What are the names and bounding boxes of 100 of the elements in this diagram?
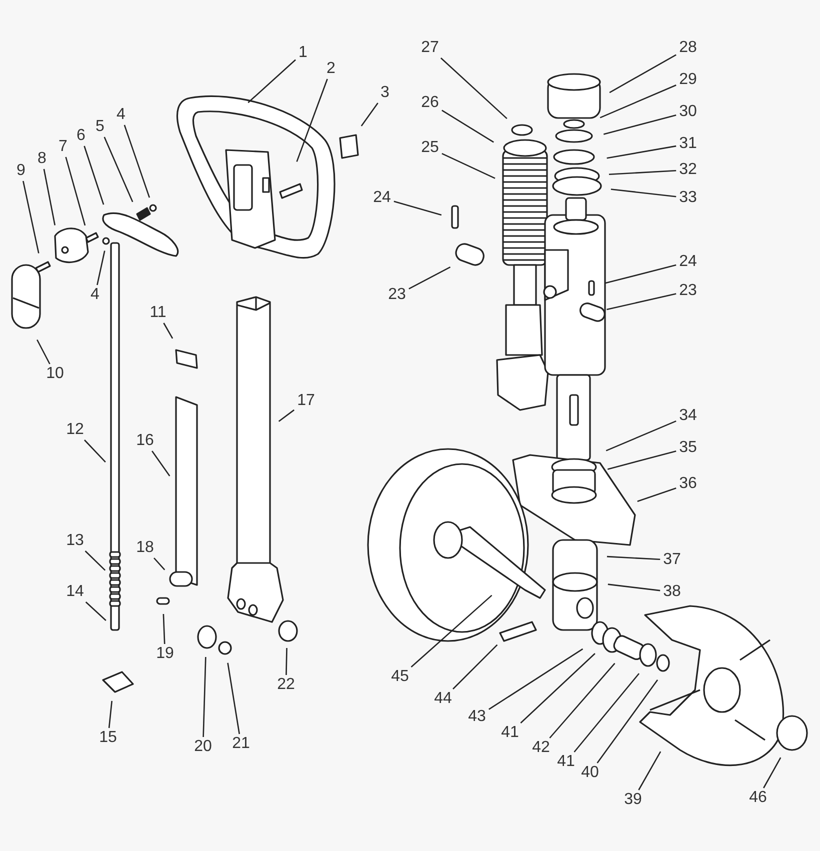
leader-line bbox=[202, 656, 206, 738]
leader-line bbox=[84, 440, 106, 462]
callout-number: 20 bbox=[194, 739, 212, 755]
callout-number: 21 bbox=[232, 736, 250, 752]
callout-number: 40 bbox=[581, 765, 599, 781]
callout-number: 14 bbox=[66, 584, 84, 600]
leader-line bbox=[410, 594, 492, 668]
leader-line bbox=[278, 409, 294, 422]
callout-number: 31 bbox=[679, 136, 697, 152]
leader-line bbox=[596, 680, 658, 764]
callout-number: 33 bbox=[679, 190, 697, 206]
leader-line bbox=[442, 110, 494, 143]
leader-line bbox=[606, 420, 676, 452]
callout-number: 17 bbox=[297, 393, 315, 409]
callout-number: 9 bbox=[16, 163, 26, 179]
leader-line bbox=[440, 58, 508, 120]
leader-line bbox=[488, 648, 584, 710]
callout-number: 11 bbox=[150, 305, 166, 321]
callout-number: 22 bbox=[277, 677, 295, 693]
callout-number: 38 bbox=[663, 584, 681, 600]
leader-line bbox=[360, 102, 378, 126]
leader-line bbox=[124, 124, 150, 198]
callout-number: 4 bbox=[90, 287, 100, 303]
callout-number: 32 bbox=[679, 162, 697, 178]
leader-line bbox=[408, 266, 451, 290]
callout-number: 36 bbox=[679, 476, 697, 492]
callout-number: 1 bbox=[298, 45, 308, 61]
leader-line bbox=[296, 78, 328, 162]
callout-number: 23 bbox=[388, 287, 406, 303]
leader-line bbox=[637, 487, 676, 502]
callout-number: 6 bbox=[76, 128, 86, 144]
leader-line bbox=[610, 188, 676, 198]
leader-line bbox=[608, 170, 676, 176]
callout-number: 37 bbox=[663, 552, 681, 568]
callout-number: 7 bbox=[58, 139, 68, 155]
leader-line bbox=[104, 136, 134, 202]
leader-line bbox=[638, 751, 662, 790]
leader-line bbox=[549, 662, 616, 738]
leader-line bbox=[452, 644, 498, 690]
callout-number: 10 bbox=[46, 366, 64, 382]
callout-number: 46 bbox=[749, 790, 767, 806]
leader-line bbox=[520, 653, 596, 724]
callout-number: 41 bbox=[501, 725, 519, 741]
callout-number: 3 bbox=[380, 85, 390, 101]
leader-line bbox=[162, 614, 166, 644]
callout-number: 35 bbox=[679, 440, 697, 456]
leader-line bbox=[609, 54, 676, 94]
leader-line bbox=[65, 156, 86, 226]
callout-number: 27 bbox=[421, 40, 439, 56]
leader-line bbox=[43, 168, 56, 226]
leader-line bbox=[96, 250, 106, 286]
leader-line bbox=[85, 602, 106, 622]
leader-line bbox=[607, 450, 676, 470]
callout-number: 44 bbox=[434, 691, 452, 707]
callout-number: 42 bbox=[532, 740, 550, 756]
callout-number: 29 bbox=[679, 72, 697, 88]
leader-line bbox=[22, 180, 40, 254]
leader-line bbox=[606, 293, 676, 310]
leader-line bbox=[248, 59, 296, 104]
callout-number: 41 bbox=[557, 754, 575, 770]
leader-line bbox=[574, 673, 640, 752]
leader-line bbox=[763, 757, 782, 788]
leader-line bbox=[84, 550, 106, 571]
leader-line bbox=[608, 584, 660, 592]
leader-line bbox=[108, 700, 112, 728]
callout-number: 12 bbox=[66, 422, 84, 438]
callout-number: 25 bbox=[421, 140, 439, 156]
callout-number: 8 bbox=[38, 151, 46, 167]
leader-line bbox=[227, 662, 240, 734]
leader-line bbox=[286, 648, 288, 676]
leader-line bbox=[606, 145, 676, 159]
leader-line bbox=[604, 264, 676, 284]
callout-number: 34 bbox=[679, 408, 697, 424]
leader-line bbox=[163, 322, 174, 339]
leader-line bbox=[36, 339, 50, 364]
callout-number: 16 bbox=[136, 433, 154, 449]
callout-number: 15 bbox=[99, 730, 117, 746]
callout-number: 13 bbox=[66, 533, 84, 549]
leader-line bbox=[394, 200, 442, 216]
callout-number: 2 bbox=[326, 61, 336, 77]
callout-number: 24 bbox=[373, 190, 391, 206]
leader-line bbox=[600, 84, 676, 118]
callout-number: 26 bbox=[421, 95, 439, 111]
callout-number: 30 bbox=[679, 104, 697, 120]
leader-line bbox=[84, 146, 104, 205]
callout-number: 43 bbox=[468, 709, 486, 725]
leader-line bbox=[442, 152, 496, 179]
callout-number: 28 bbox=[679, 40, 697, 56]
callout-number: 18 bbox=[136, 540, 154, 556]
leader-line bbox=[603, 114, 676, 135]
leader-line bbox=[606, 556, 660, 560]
leader-line bbox=[154, 558, 166, 570]
callout-number: 5 bbox=[96, 119, 104, 135]
callout-number: 19 bbox=[156, 646, 174, 662]
leader-line bbox=[152, 450, 170, 476]
callout-number: 39 bbox=[624, 792, 642, 808]
callout-number: 24 bbox=[679, 254, 697, 270]
callout-number: 4 bbox=[116, 107, 126, 123]
callout-number: 23 bbox=[679, 283, 697, 299]
callout-number: 45 bbox=[391, 669, 409, 685]
